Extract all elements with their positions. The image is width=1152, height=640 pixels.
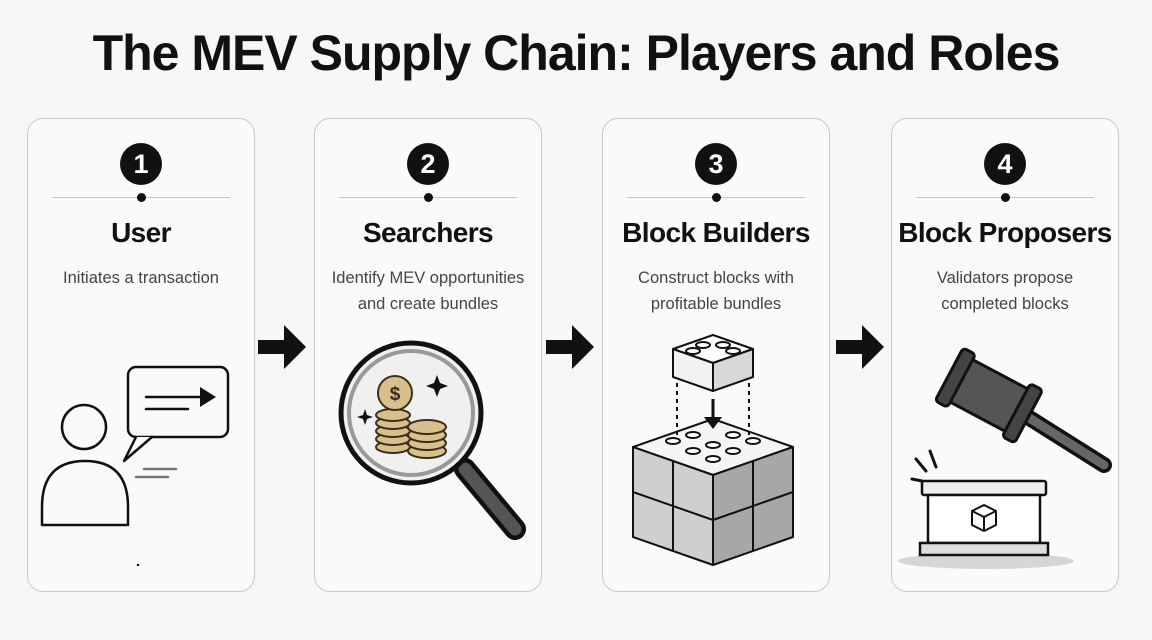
description-line: Validators propose <box>936 269 1074 287</box>
step-card-block-builders: 3 Block Builders Construct blocks with p… <box>602 118 830 592</box>
step-number-badge: 2 <box>407 143 449 185</box>
building-blocks-icon <box>632 334 794 566</box>
step-description: Validators propose completed blocks <box>900 265 1110 317</box>
step-number-badge: 3 <box>695 143 737 185</box>
step-description: Construct blocks with profitable bundles <box>611 265 821 317</box>
step-card-user: 1 User Initiates a transaction <box>27 118 255 592</box>
divider-dot <box>711 193 721 202</box>
step-title: Block Proposers <box>898 217 1112 248</box>
description-line: and create bundles <box>357 295 499 313</box>
divider-dot <box>136 193 146 202</box>
step-card-block-proposers: 4 Block Proposers Validators propose com… <box>891 118 1119 592</box>
step-card-searchers: 2 Searchers Identify MEV opportunities a… <box>314 118 542 592</box>
divider-dot <box>1000 193 1010 202</box>
step-description: Identify MEV opportunities and create bu… <box>323 265 533 317</box>
page-title: The MEV Supply Chain: Players and Roles <box>92 25 1061 81</box>
divider-dot <box>423 193 433 202</box>
magnifier-coins-icon: $ <box>338 340 526 540</box>
step-number-badge: 1 <box>120 143 162 185</box>
description-line: completed blocks <box>941 295 1069 313</box>
step-number-badge: 4 <box>984 143 1026 185</box>
svg-text:$: $ <box>390 384 401 405</box>
flow-arrow-icon <box>258 325 306 369</box>
step-title: User <box>111 217 171 248</box>
description-line: Initiates a transaction <box>63 269 219 287</box>
description-line: Construct blocks with <box>638 269 794 287</box>
description-line: profitable bundles <box>650 295 782 313</box>
step-description: Initiates a transaction <box>36 265 246 291</box>
step-title: Searchers <box>362 217 494 248</box>
flow-arrow-icon <box>836 325 884 369</box>
user-transaction-icon <box>40 365 230 567</box>
flow-arrow-icon <box>546 325 594 369</box>
description-line: Identify MEV opportunities <box>331 269 525 287</box>
gavel-icon <box>898 347 1112 569</box>
step-title: Block Builders <box>622 217 810 248</box>
